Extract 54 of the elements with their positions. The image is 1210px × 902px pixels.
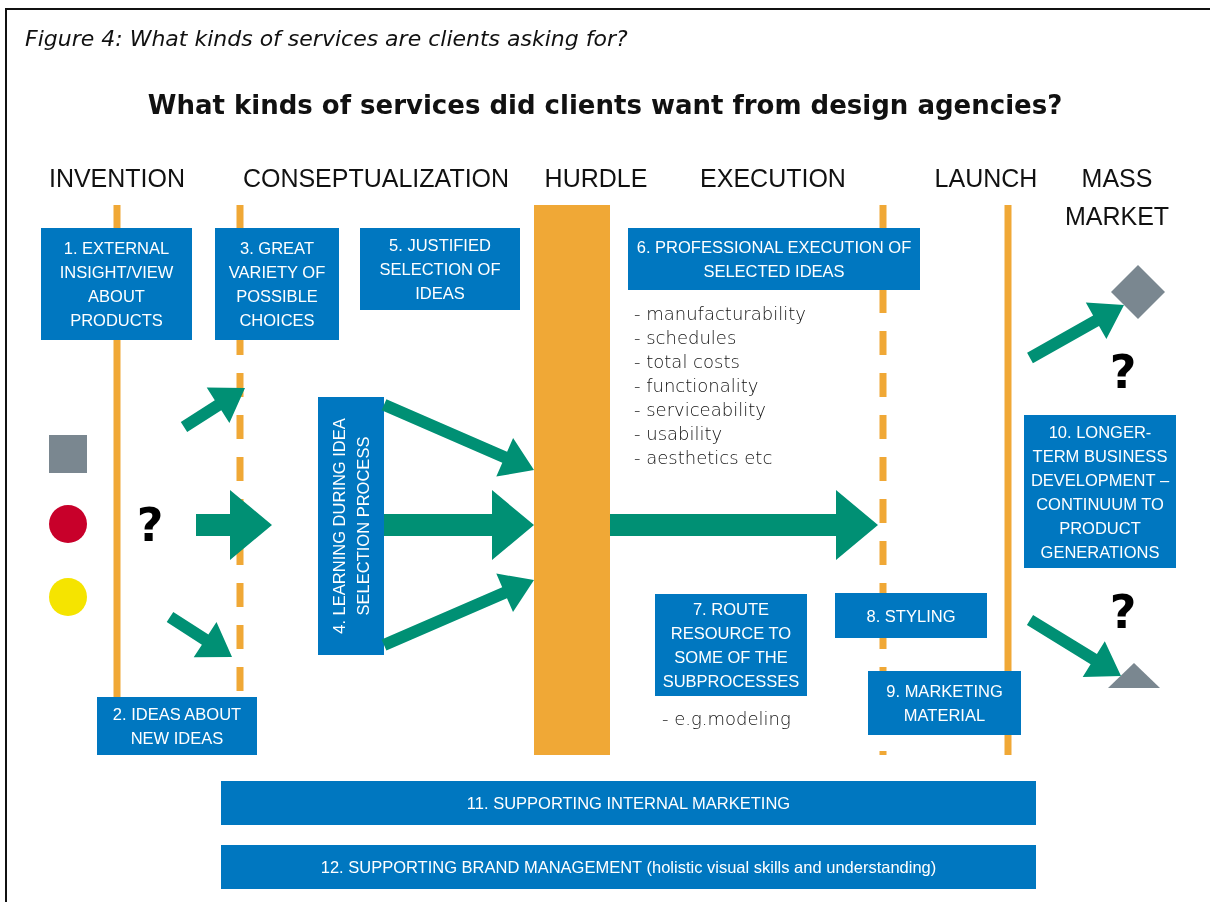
process-box xyxy=(221,845,1036,889)
process-box xyxy=(97,697,257,755)
bullet-item: - usability xyxy=(634,422,724,446)
circle-symbol xyxy=(49,505,87,543)
arrow xyxy=(1027,302,1124,364)
phase-heading: CONSEPTUALIZATION xyxy=(242,163,510,194)
phase-heading: MASS MARKET xyxy=(1063,163,1171,232)
bullet-item: - manufacturability xyxy=(634,302,806,326)
box-label: 12. SUPPORTING BRAND MANAGEMENT (holistic visual skills and understanding) xyxy=(320,857,937,878)
box-label: 2. IDEAS ABOUT NEW IDEAS xyxy=(111,704,243,749)
box-label: 10. LONGER-TERM BUSINESS DEVELOPMENT – CONTINUUM TO PRODUCT GENERATIONS xyxy=(1030,421,1170,563)
process-box xyxy=(835,593,987,638)
phase-heading: HURDLE xyxy=(544,163,648,194)
arrow xyxy=(384,490,534,561)
question-mark: ? xyxy=(1109,349,1137,395)
figure-caption: Figure 4: What kinds of services are clients asking for? xyxy=(25,26,628,51)
arrow xyxy=(381,399,534,477)
process-box xyxy=(215,228,339,340)
box-label: 8. STYLING xyxy=(866,605,956,627)
box-label: 1. EXTERNAL INSIGHT/VIEW ABOUT PRODUCTS xyxy=(58,238,175,331)
box-label: 7. ROUTE RESOURCE TO SOME OF THE SUBPROCESSES xyxy=(661,599,801,692)
box-label: 3. GREAT VARIETY OF POSSIBLE CHOICES xyxy=(227,238,327,331)
bullet-item: - total costs xyxy=(634,350,741,374)
bullet-item: - e.g.modeling xyxy=(662,707,791,731)
arrow xyxy=(610,490,878,560)
process-box xyxy=(221,781,1036,825)
hurdle-bar xyxy=(534,205,610,755)
square-symbol xyxy=(49,435,87,473)
phase-heading: INVENTION xyxy=(48,163,186,194)
phase-heading: LAUNCH xyxy=(934,163,1038,194)
diamond-symbol xyxy=(1111,265,1165,319)
phase-heading: EXECUTION xyxy=(700,163,846,194)
process-box xyxy=(41,228,192,340)
process-box xyxy=(655,594,807,696)
box-label: 11. SUPPORTING INTERNAL MARKETING xyxy=(466,793,791,814)
bullet-item: - serviceability xyxy=(634,398,767,422)
process-box xyxy=(628,228,920,290)
bullet-item: - functionality xyxy=(634,374,760,398)
bullet-item: - schedules xyxy=(634,326,738,350)
diagram-title: What kinds of services did clients want from design agencies? xyxy=(146,90,1064,120)
bullet-item: - aesthetics etc xyxy=(634,446,774,470)
process-box xyxy=(360,228,520,310)
triangle-symbol xyxy=(1108,663,1160,688)
question-mark: ? xyxy=(136,502,164,548)
arrow xyxy=(381,573,534,651)
process-box xyxy=(868,671,1021,735)
box-label: 6. PROFESSIONAL EXECUTION OF SELECTED IDEAS xyxy=(635,237,913,282)
box-label: 4. LEARNING DURING IDEA SELECTION PROCESS xyxy=(329,417,373,636)
box-label: 9. MARKETING MATERIAL xyxy=(885,681,1004,726)
arrow xyxy=(1026,614,1121,678)
circle-symbol xyxy=(49,578,87,616)
question-mark: ? xyxy=(1109,589,1137,635)
box-label: 5. JUSTIFIED SELECTION OF IDEAS xyxy=(378,235,502,304)
process-box xyxy=(318,397,384,655)
